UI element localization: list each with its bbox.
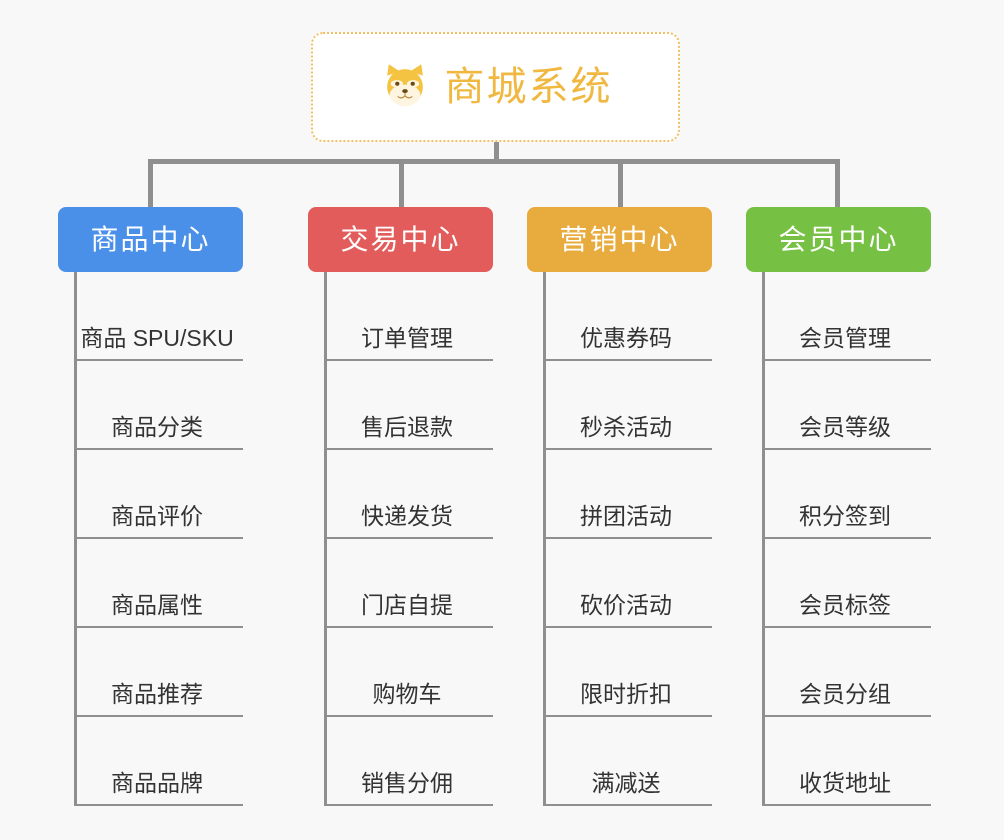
leaf-label: 拼团活动 [580, 502, 672, 529]
leaf-label: 订单管理 [361, 324, 453, 351]
leaf-label: 销售分佣 [361, 769, 453, 796]
leaf-item[interactable]: 收货地址 [765, 717, 931, 806]
leaf-item[interactable]: 购物车 [327, 628, 493, 717]
leaf-label: 商品评价 [111, 502, 203, 529]
leaf-list-member-center: 会员管理 会员等级 积分签到 会员标签 会员分组 收货地址 [762, 272, 931, 806]
leaf-item[interactable]: 商品评价 [77, 450, 243, 539]
leaf-label: 满减送 [591, 769, 661, 796]
leaf-item[interactable]: 会员分组 [765, 628, 931, 717]
leaf-label: 门店自提 [361, 591, 453, 618]
leaf-item[interactable]: 快递发货 [327, 450, 493, 539]
leaf-label: 商品品牌 [111, 769, 203, 796]
leaf-label: 商品推荐 [111, 680, 203, 707]
leaf-list-trade-center: 订单管理 售后退款 快递发货 门店自提 购物车 销售分佣 [324, 272, 493, 806]
leaf-label: 砍价活动 [580, 591, 672, 618]
leaf-item[interactable]: 商品 SPU/SKU [77, 272, 243, 361]
leaf-item[interactable]: 商品品牌 [77, 717, 243, 806]
leaf-item[interactable]: 商品属性 [77, 539, 243, 628]
leaf-item[interactable]: 拼团活动 [546, 450, 712, 539]
leaf-item[interactable]: 满减送 [546, 717, 712, 806]
leaf-item[interactable]: 限时折扣 [546, 628, 712, 717]
branch-product-center: 商品中心 商品 SPU/SKU 商品分类 商品评价 商品属性 商品推荐 商品品牌 [58, 207, 243, 806]
root-title: 商城系统 [444, 65, 613, 109]
leaf-item[interactable]: 会员管理 [765, 272, 931, 361]
leaf-label: 收货地址 [799, 769, 891, 796]
leaf-label: 售后退款 [361, 413, 453, 440]
leaf-item[interactable]: 积分签到 [765, 450, 931, 539]
leaf-item[interactable]: 会员标签 [765, 539, 931, 628]
connector-drop-1 [148, 159, 153, 207]
leaf-label: 会员分组 [799, 680, 891, 707]
leaf-label: 会员标签 [799, 591, 891, 618]
leaf-label: 积分签到 [799, 502, 891, 529]
leaf-label: 会员管理 [799, 324, 891, 351]
leaf-label: 秒杀活动 [580, 413, 672, 440]
leaf-item[interactable]: 订单管理 [327, 272, 493, 361]
leaf-label: 商品 SPU/SKU [80, 324, 234, 351]
category-header-member-center[interactable]: 会员中心 [746, 207, 931, 272]
leaf-label: 商品属性 [111, 591, 203, 618]
connector-drop-2 [399, 159, 404, 207]
connector-horizontal-bus [148, 159, 840, 164]
leaf-item[interactable]: 砍价活动 [546, 539, 712, 628]
leaf-item[interactable]: 商品分类 [77, 361, 243, 450]
leaf-label: 快递发货 [361, 502, 453, 529]
branch-member-center: 会员中心 会员管理 会员等级 积分签到 会员标签 会员分组 收货地址 [746, 207, 931, 806]
root-node[interactable]: 商城系统 [311, 32, 680, 142]
leaf-item[interactable]: 门店自提 [327, 539, 493, 628]
category-header-product-center[interactable]: 商品中心 [58, 207, 243, 272]
connector-root-stem [494, 142, 499, 163]
leaf-label: 优惠券码 [580, 324, 672, 351]
leaf-list-product-center: 商品 SPU/SKU 商品分类 商品评价 商品属性 商品推荐 商品品牌 [74, 272, 243, 806]
category-title: 营销中心 [559, 223, 680, 255]
leaf-list-marketing-center: 优惠券码 秒杀活动 拼团活动 砍价活动 限时折扣 满减送 [543, 272, 712, 806]
leaf-item[interactable]: 会员等级 [765, 361, 931, 450]
leaf-label: 商品分类 [111, 413, 203, 440]
leaf-item[interactable]: 销售分佣 [327, 717, 493, 806]
category-title: 交易中心 [340, 223, 461, 255]
branch-marketing-center: 营销中心 优惠券码 秒杀活动 拼团活动 砍价活动 限时折扣 满减送 [527, 207, 712, 806]
connector-drop-3 [618, 159, 623, 207]
category-header-marketing-center[interactable]: 营销中心 [527, 207, 712, 272]
leaf-item[interactable]: 秒杀活动 [546, 361, 712, 450]
leaf-item[interactable]: 优惠券码 [546, 272, 712, 361]
shiba-dog-face-icon [379, 61, 431, 113]
branch-trade-center: 交易中心 订单管理 售后退款 快递发货 门店自提 购物车 销售分佣 [308, 207, 493, 806]
leaf-label: 购物车 [372, 680, 442, 707]
leaf-label: 会员等级 [799, 413, 891, 440]
leaf-item[interactable]: 商品推荐 [77, 628, 243, 717]
category-header-trade-center[interactable]: 交易中心 [308, 207, 493, 272]
leaf-item[interactable]: 售后退款 [327, 361, 493, 450]
category-title: 商品中心 [90, 223, 211, 255]
connector-drop-4 [835, 159, 840, 207]
leaf-label: 限时折扣 [580, 680, 672, 707]
category-title: 会员中心 [778, 223, 899, 255]
